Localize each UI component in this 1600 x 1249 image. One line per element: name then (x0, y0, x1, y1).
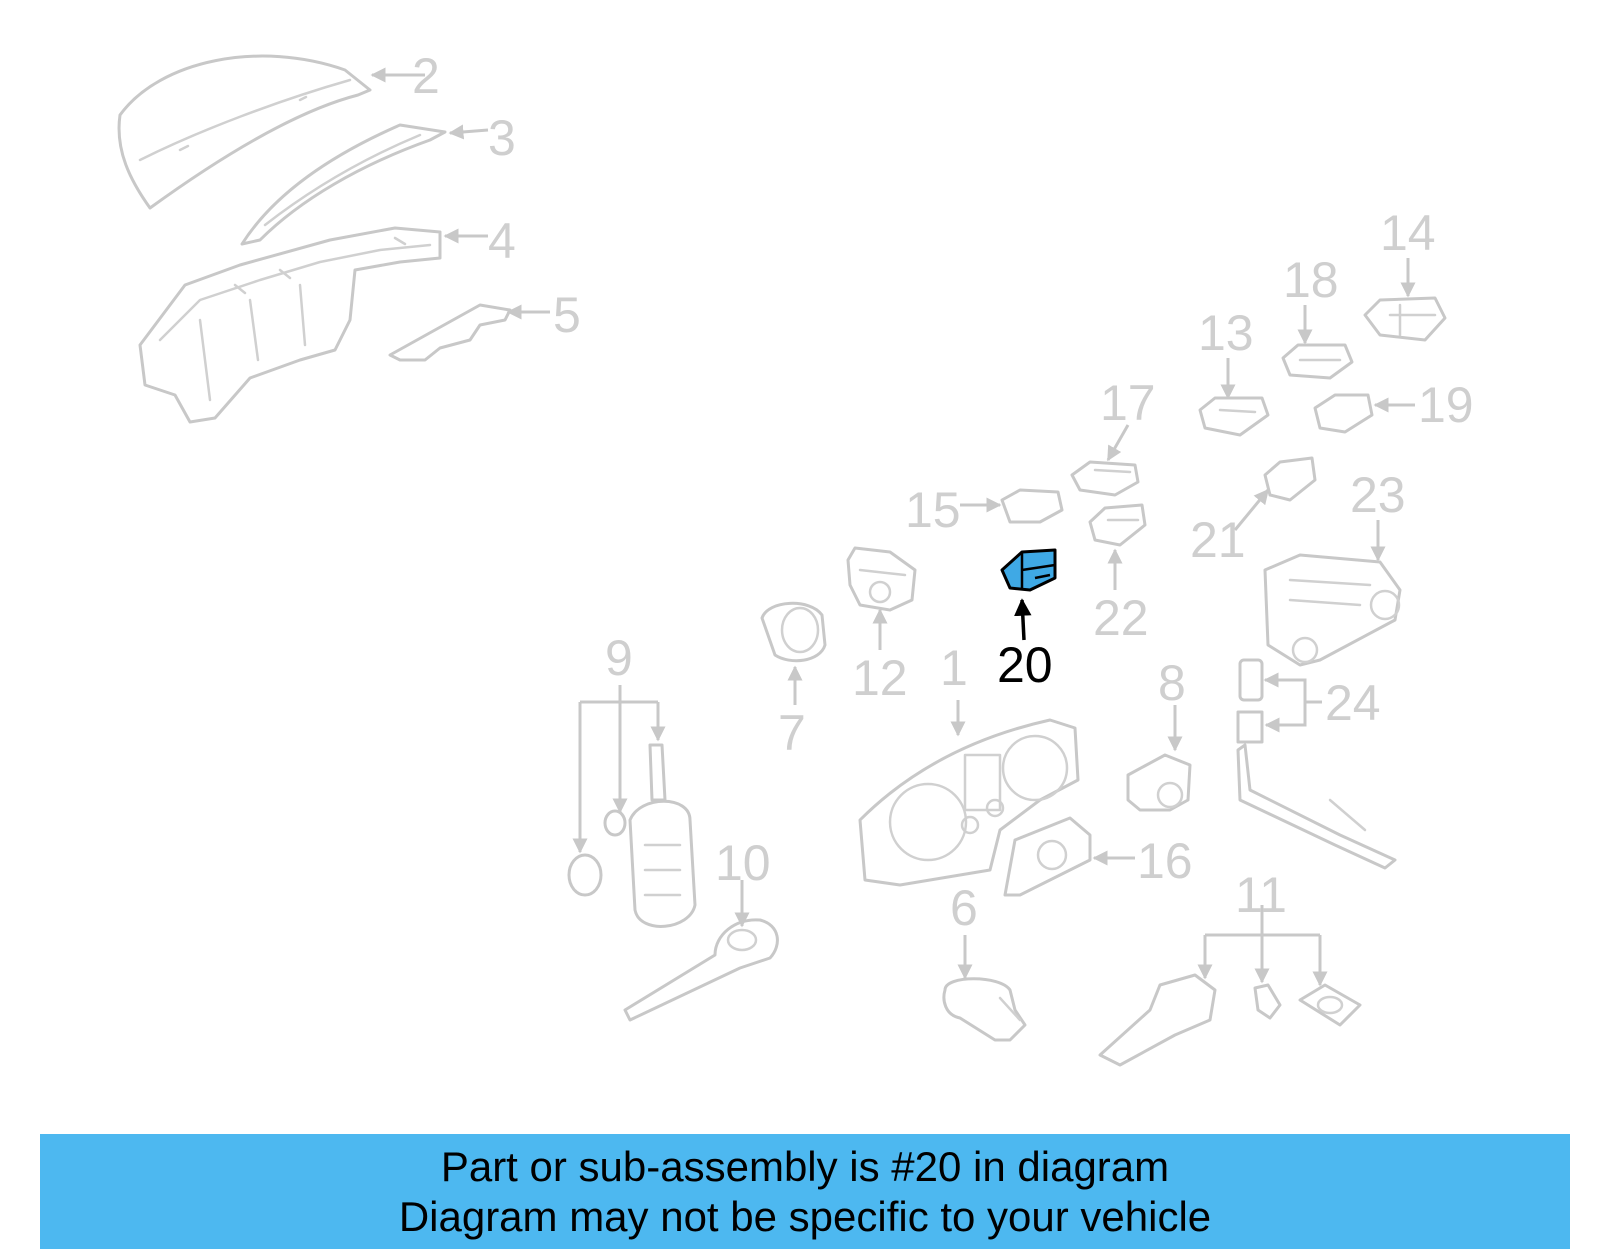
info-banner: Part or sub-assembly is #20 in diagram D… (40, 1134, 1570, 1249)
callout-7: 7 (778, 705, 806, 761)
part-14-switch: 14 (1363, 205, 1447, 342)
callout-18: 18 (1283, 252, 1339, 308)
banner-line-part-number: Part or sub-assembly is #20 in diagram (440, 1143, 1170, 1190)
callout-9: 9 (605, 630, 633, 686)
callout-21: 21 (1190, 512, 1246, 568)
callout-23: 23 (1350, 467, 1406, 523)
part-20-switch-highlighted: 20 (997, 548, 1057, 693)
callout-3: 3 (488, 110, 516, 166)
part-17-switch: 17 (1070, 375, 1156, 497)
part-4-dash-frame: 4 (138, 213, 516, 424)
callout-13: 13 (1198, 305, 1254, 361)
callout-19: 19 (1418, 377, 1474, 433)
part-7-round-switch: 7 (760, 601, 827, 761)
part-3-trim-strip: 3 (240, 110, 516, 246)
part-13-switch: 13 (1198, 305, 1270, 437)
banner-line-disclaimer: Diagram may not be specific to your vehi… (398, 1193, 1212, 1240)
part-23-climate-control: 23 (1263, 467, 1406, 667)
callout-4: 4 (488, 213, 516, 269)
callout-10: 10 (715, 835, 771, 891)
part-24-wiring: 24 (1236, 658, 1397, 870)
part-22-switch: 22 (1088, 503, 1149, 646)
callout-15: 15 (905, 482, 961, 538)
callout-14: 14 (1380, 205, 1436, 261)
callout-5: 5 (553, 287, 581, 343)
part-10-key-blade: 10 (623, 835, 779, 1022)
callout-11: 11 (1235, 867, 1287, 923)
part-18-switch: 18 (1281, 252, 1354, 380)
part-12-switch-module: 12 (846, 546, 917, 706)
callout-12: 12 (852, 650, 908, 706)
part-8-switch-block: 8 (1126, 655, 1192, 812)
callout-20: 20 (997, 637, 1053, 693)
callout-2: 2 (412, 48, 440, 104)
part-15-switch: 15 (905, 482, 1064, 538)
callout-22: 22 (1093, 590, 1149, 646)
part-6-cylinder: 6 (942, 880, 1027, 1042)
part-9-key-fob: 9 (567, 630, 697, 928)
callout-6: 6 (950, 880, 978, 936)
part-11-bulb-set: 11 (1098, 867, 1362, 1067)
callout-24: 24 (1325, 675, 1381, 731)
part-5-panel: 5 (388, 287, 581, 362)
part-2-dash-cover: 2 (117, 48, 440, 210)
callout-16: 16 (1137, 833, 1193, 889)
callout-8: 8 (1158, 655, 1186, 711)
part-16-light-switch: 16 (1003, 816, 1193, 897)
callout-1: 1 (940, 640, 968, 696)
callout-17: 17 (1100, 375, 1156, 431)
part-19-switch: 19 (1313, 377, 1474, 434)
part-21-switch: 21 (1190, 456, 1317, 568)
part-1-instrument-cluster: 1 (858, 640, 1080, 887)
